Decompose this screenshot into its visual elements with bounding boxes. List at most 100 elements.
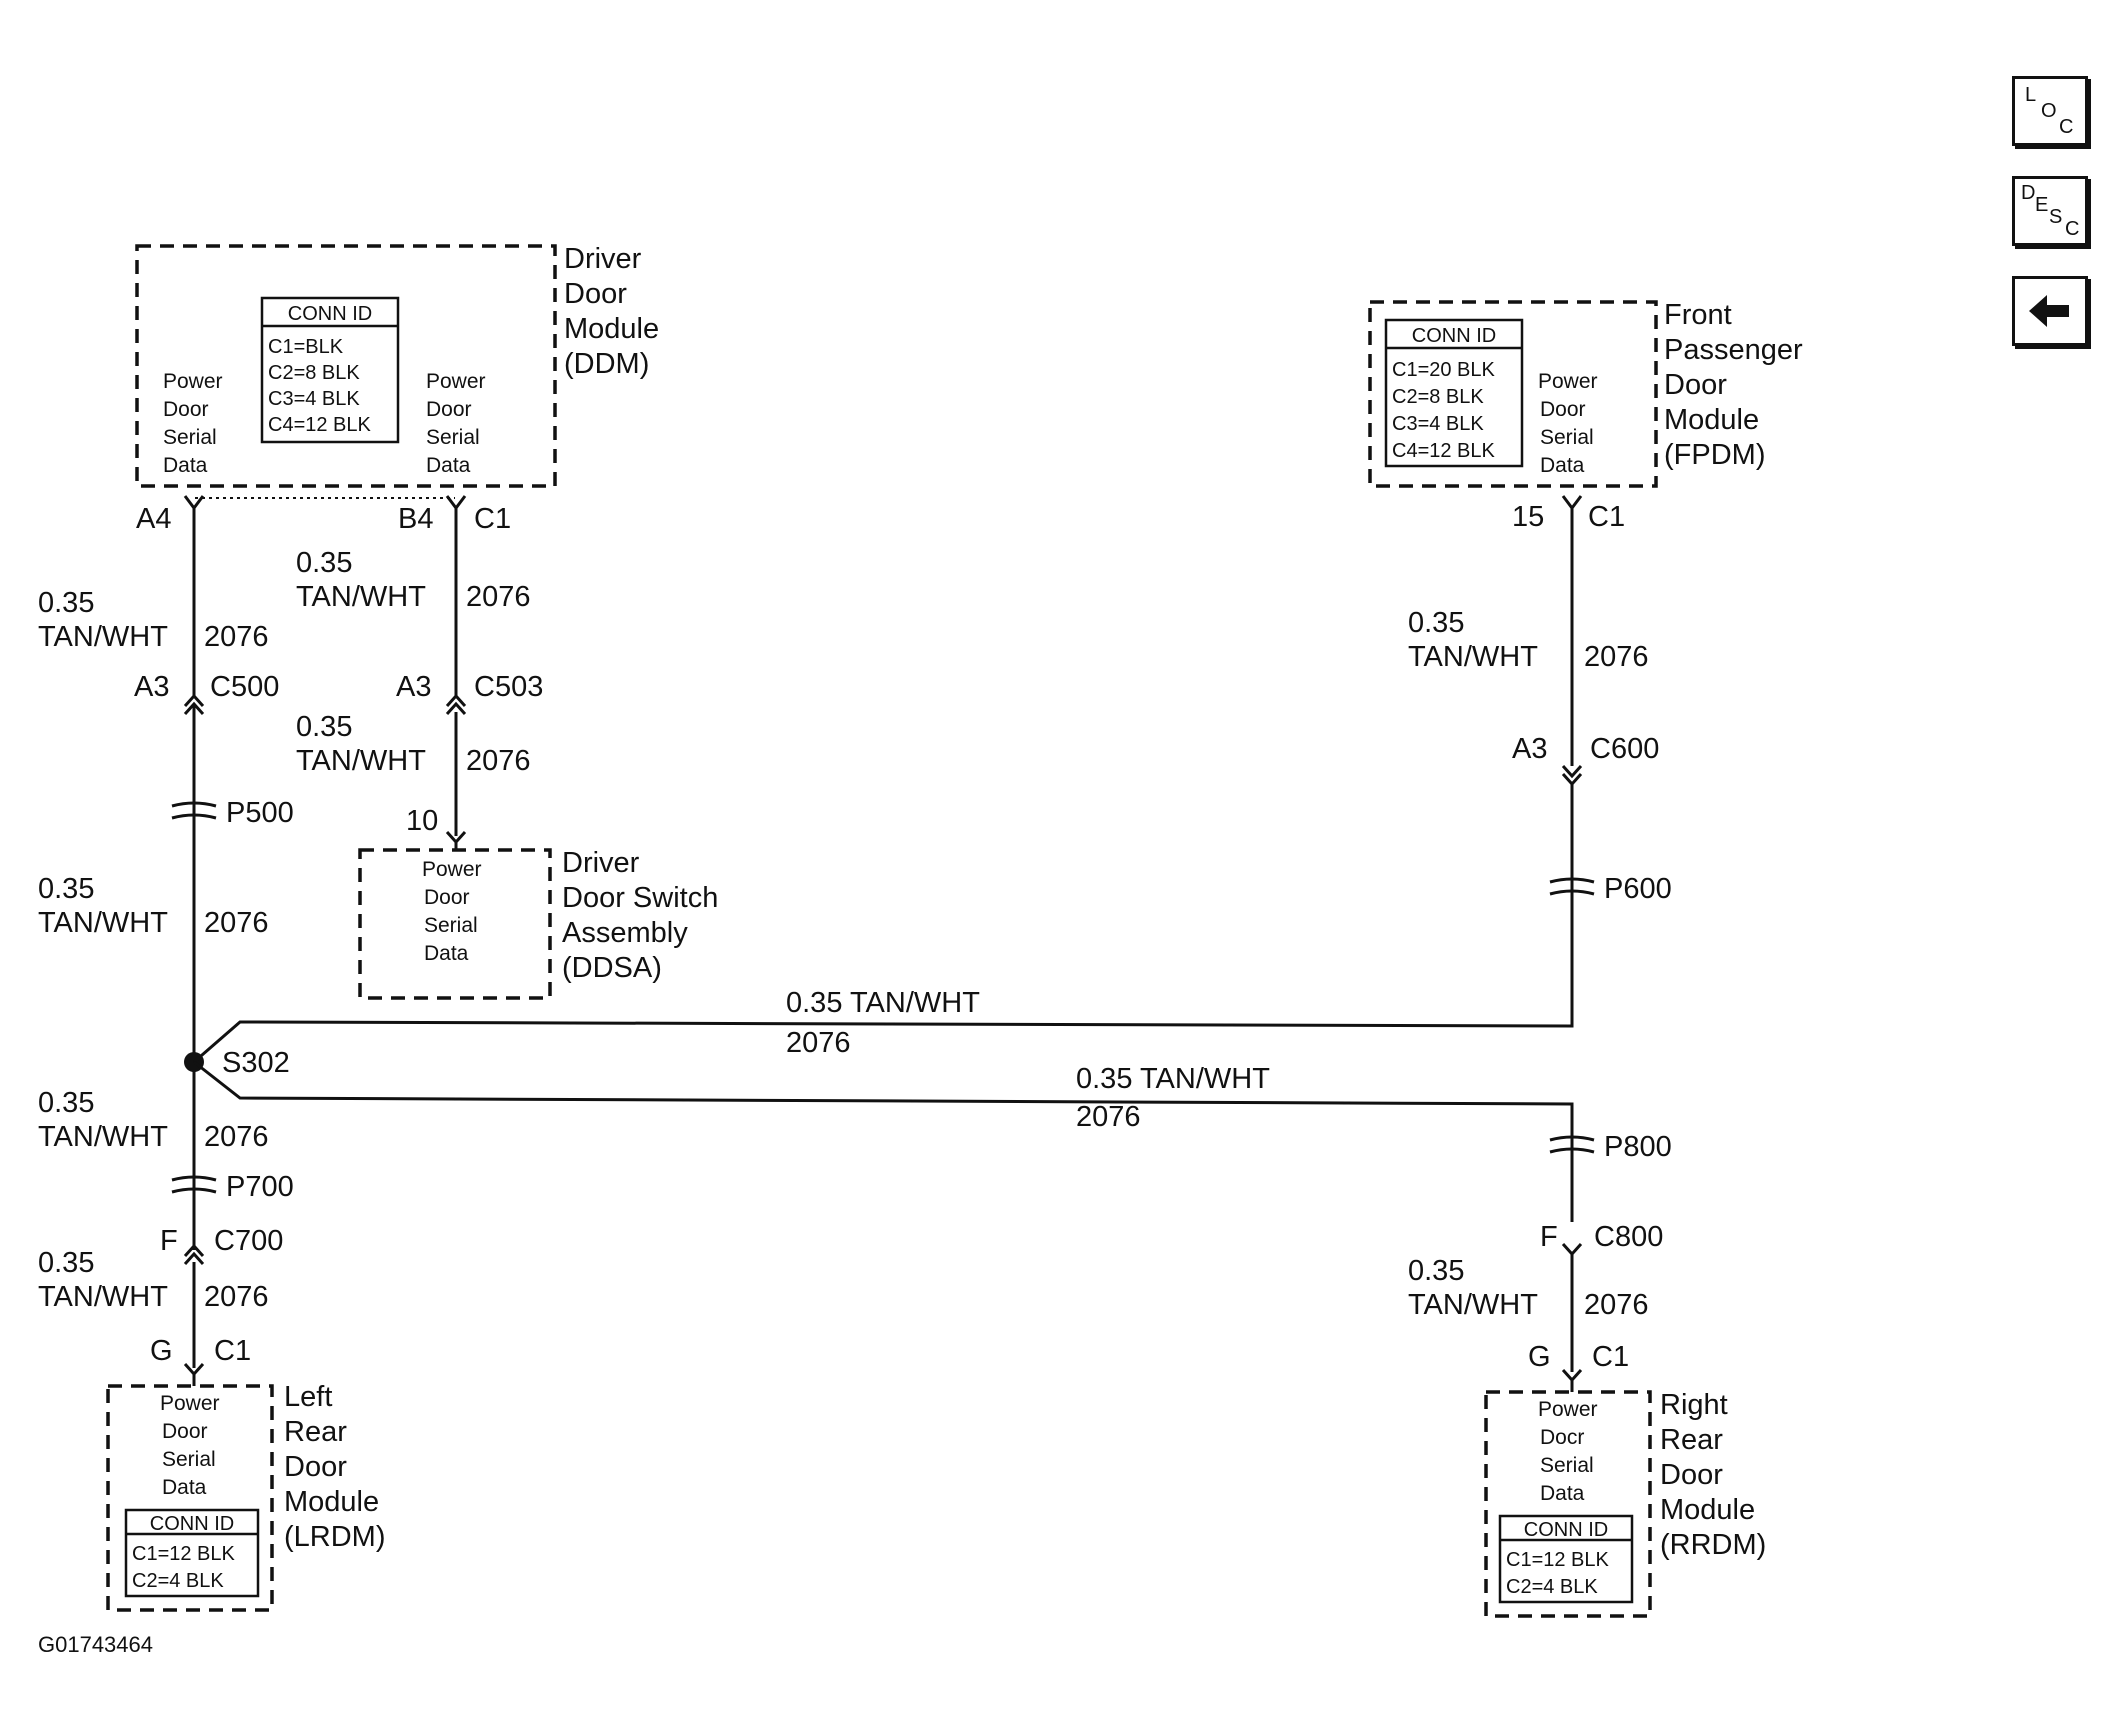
ddm-conn-row-3: C3=4 BLK — [268, 388, 360, 410]
desc-letter-e: E — [2035, 194, 2049, 216]
c600-connector — [1561, 764, 1583, 787]
wire-gauge-9: 0.35 — [1408, 607, 1464, 639]
ddsa-text-3: Serial — [424, 914, 478, 937]
ddm-conn-row-4: C4=12 BLK — [268, 414, 372, 436]
ddm-a4-connector — [183, 495, 205, 511]
wire-gauge-4: 0.35 — [38, 1247, 94, 1279]
ddm-conn-title: CONN ID — [288, 303, 372, 325]
fpdm-conn-row-3: C3=4 BLK — [1392, 413, 1484, 435]
fpdm-text-1: Power — [1538, 370, 1598, 393]
ddsa-box — [358, 848, 552, 1000]
ddsa-name-1: Driver — [562, 847, 640, 879]
p600-label: P600 — [1604, 873, 1672, 905]
ddm-left-text-1: Power — [163, 370, 223, 393]
lrdm-name-3: Door — [284, 1451, 347, 1483]
c503-connector — [445, 693, 467, 716]
connector-c800: C800 — [1594, 1221, 1663, 1253]
ddsa-text-2: Door — [424, 886, 470, 909]
lrdm-name-2: Rear — [284, 1416, 347, 1448]
ddsa-name-3: Assembly — [562, 917, 688, 949]
rrdm-name-4: Module — [1660, 1494, 1755, 1526]
figure-id: G01743464 — [38, 1632, 153, 1657]
lrdm-box — [106, 1384, 274, 1612]
rrdm-conn-title: CONN ID — [1524, 1519, 1608, 1541]
pin-a4: A4 — [136, 503, 171, 535]
ddm-left-text-3: Serial — [163, 426, 217, 449]
fpdm-text-3: Serial — [1540, 426, 1594, 449]
pin-g-lrdm: G — [150, 1335, 173, 1367]
ddm-conn-row-2: C2=8 BLK — [268, 362, 360, 384]
ddm-name-4: (DDM) — [564, 348, 649, 380]
ddsa-text-1: Power — [422, 858, 482, 881]
fpdm-conn-row-4: C4=12 BLK — [1392, 440, 1496, 462]
connector-c1-lrdm: C1 — [214, 1335, 251, 1367]
fpdm-conn-id-table: CONN ID C1=20 BLK C2=8 BLK C3=4 BLK C4=1… — [1384, 318, 1524, 468]
rrdm-text-1: Power — [1538, 1398, 1598, 1421]
arrow-left-icon — [2029, 295, 2069, 327]
pin-g-rrdm: G — [1528, 1341, 1551, 1373]
fpdm-text-4: Data — [1540, 454, 1585, 477]
fpdm-connector — [1561, 495, 1583, 511]
loc-button[interactable]: L O C — [2012, 76, 2088, 146]
lrdm-module: Power Door Serial Data CONN ID C1=12 BLK… — [106, 1381, 386, 1612]
rrdm-box — [1484, 1390, 1652, 1618]
wire-gauge-5: 0.35 — [296, 547, 352, 579]
loc-letter-o: O — [2041, 100, 2057, 122]
pin-a3-c500: A3 — [134, 671, 169, 703]
wire-gauge-color-7: 0.35 TAN/WHT — [786, 987, 980, 1019]
fpdm-conn-title: CONN ID — [1412, 325, 1496, 347]
lrdm-text-2: Door — [162, 1420, 208, 1443]
wire-gauge-color-8: 0.35 TAN/WHT — [1076, 1063, 1270, 1095]
wire-gauge-2: 0.35 — [38, 873, 94, 905]
ddm-right-text-3: Serial — [426, 426, 480, 449]
ddm-right-text-1: Power — [426, 370, 486, 393]
p800-label: P800 — [1604, 1131, 1672, 1163]
ddm-name-2: Door — [564, 278, 627, 310]
passthrough-p700: P700 — [171, 1171, 294, 1203]
desc-letter-c: C — [2065, 218, 2080, 240]
fpdm-name-5: (FPDM) — [1664, 439, 1765, 471]
wire-gauge-3: 0.35 — [38, 1087, 94, 1119]
ddsa-module: Power Door Serial Data Driver Door Switc… — [358, 847, 718, 1000]
connector-c700: C700 — [214, 1225, 283, 1257]
desc-letter-s: S — [2049, 206, 2063, 228]
pin-f-c700: F — [160, 1225, 178, 1257]
p500-label: P500 — [226, 797, 294, 829]
ddsa-name-4: (DDSA) — [562, 952, 662, 984]
connector-c500: C500 — [210, 671, 279, 703]
lrdm-name-1: Left — [284, 1381, 332, 1413]
wire-color-3: TAN/WHT — [38, 1121, 168, 1153]
pin-b4: B4 — [398, 503, 433, 535]
pin-15: 15 — [1512, 501, 1544, 533]
wire-color-10: TAN/WHT — [1408, 1289, 1538, 1321]
lrdm-name-4: Module — [284, 1486, 379, 1518]
rrdm-module: Power Docr Serial Data CONN ID C1=12 BLK… — [1484, 1389, 1766, 1618]
ddm-right-text-2: Door — [426, 398, 472, 421]
pin-a3-c600: A3 — [1512, 733, 1547, 765]
lrdm-text-1: Power — [160, 1392, 220, 1415]
lrdm-name-5: (LRDM) — [284, 1521, 386, 1553]
pin-a3-c503: A3 — [396, 671, 431, 703]
ddm-module: Driver Door Module (DDM) Power Door Seri… — [135, 243, 659, 488]
wire-circuit-5: 2076 — [466, 581, 531, 613]
wire-color-4: TAN/WHT — [38, 1281, 168, 1313]
ddsa-name-2: Door Switch — [562, 882, 718, 914]
c700-connector — [183, 1243, 205, 1266]
back-button[interactable] — [2012, 276, 2088, 346]
desc-letter-d: D — [2021, 182, 2036, 204]
wire-gauge-10: 0.35 — [1408, 1255, 1464, 1287]
ddm-box — [135, 244, 557, 488]
desc-button[interactable]: D E S C — [2012, 176, 2088, 246]
ddm-name-3: Module — [564, 313, 659, 345]
passthrough-p500: P500 — [171, 797, 294, 829]
lrdm-conn-id-table: CONN ID C1=12 BLK C2=4 BLK — [124, 1508, 260, 1598]
connector-c1-rrdm: C1 — [1592, 1341, 1629, 1373]
rrdm-name-3: Door — [1660, 1459, 1723, 1491]
lrdm-conn-title: CONN ID — [150, 1513, 234, 1535]
wire-circuit-9: 2076 — [1584, 641, 1649, 673]
wire-circuit-7: 2076 — [786, 1027, 851, 1059]
fpdm-text-2: Door — [1540, 398, 1586, 421]
splice-s302-label: S302 — [222, 1047, 290, 1079]
connector-c600: C600 — [1590, 733, 1659, 765]
